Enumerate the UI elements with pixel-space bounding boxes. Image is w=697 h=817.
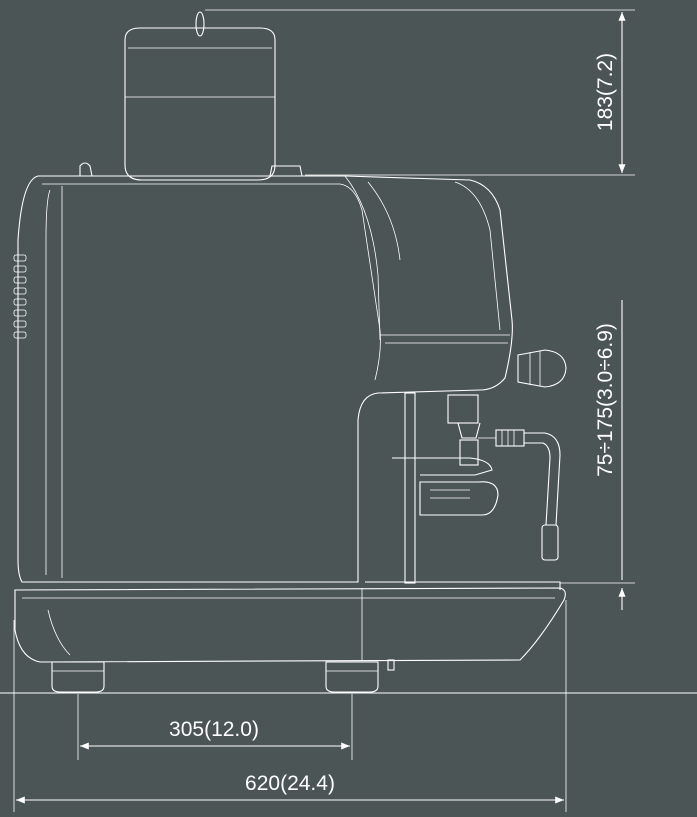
- machine-body: [17, 162, 513, 583]
- base-drip-tray: [14, 581, 566, 663]
- side-vents: [13, 254, 27, 339]
- top-container: [124, 11, 276, 181]
- dimension-feet-span: 305(12.0): [77, 694, 353, 760]
- steam-knob: [517, 349, 567, 388]
- machine-feet: [51, 659, 395, 693]
- dimension-top-height: 183(7.2): [205, 9, 635, 176]
- spout-range-label: 75÷175(3.0÷6.9): [594, 323, 617, 477]
- dimension-total-depth: 620(24.4): [13, 600, 567, 812]
- total-depth-label: 620(24.4): [245, 772, 335, 795]
- feet-span-label: 305(12.0): [169, 718, 259, 741]
- dimension-spout-range: 75÷175(3.0÷6.9): [560, 300, 635, 610]
- steam-wand: [478, 429, 561, 561]
- top-height-label: 183(7.2): [594, 53, 617, 131]
- group-head: [392, 392, 499, 584]
